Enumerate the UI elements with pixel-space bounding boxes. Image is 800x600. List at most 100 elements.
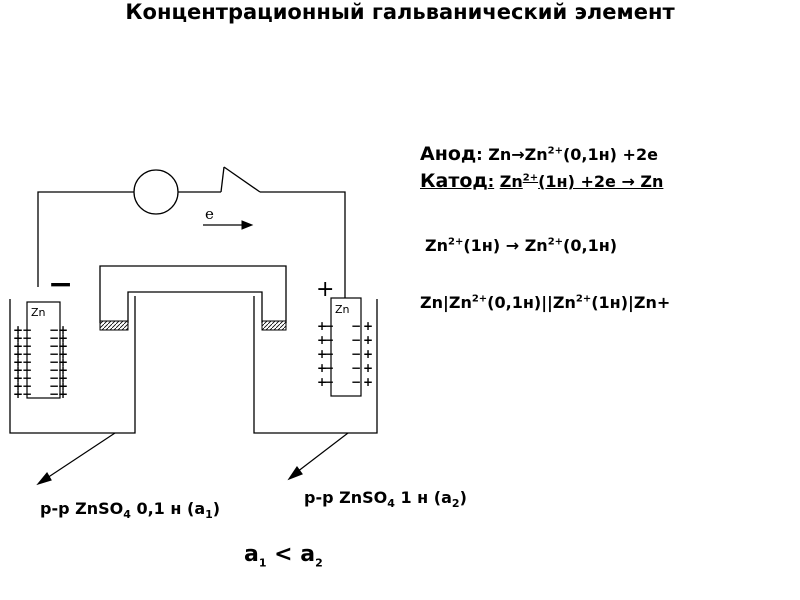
cathode-reaction: Zn	[499, 172, 523, 191]
salt-bridge	[99, 265, 287, 323]
anode-label: Анод	[420, 143, 477, 165]
charge-minus-sign: −	[324, 319, 334, 333]
overall-part-2: (1н) → Zn	[463, 236, 548, 255]
scheme-part-1: Zn|Zn	[420, 293, 472, 312]
right-solution-conc: 1 н (а	[394, 488, 452, 507]
charge-minus-sign: −	[49, 379, 59, 393]
right-solution-close: )	[459, 488, 467, 507]
charge-plus-sign: +	[13, 347, 23, 361]
cathode-charge: 2+	[522, 172, 539, 184]
left-electrode-label: Zn	[31, 306, 46, 319]
cathode-equation: Катод: Zn2+(1н) +2e → Zn	[420, 170, 663, 192]
left-solution-prefix: р-р ZnSO	[40, 499, 124, 518]
charge-minus-sign: −	[49, 331, 59, 345]
right-beaker	[253, 296, 378, 434]
anode-equation: Анод: Zn→Zn2+(0,1н) +2e	[420, 143, 658, 165]
charge-plus-sign: +	[58, 387, 68, 401]
charge-plus-sign: +	[363, 333, 373, 347]
charge-plus-sign: +	[363, 319, 373, 333]
right-solution-prefix: р-р ZnSO	[304, 488, 388, 507]
overall-reaction: Zn2+(1н) → Zn2+(0,1н)	[425, 236, 617, 255]
overall-part-1: Zn	[425, 236, 448, 255]
charge-minus-sign: −	[324, 361, 334, 375]
electron-label: e	[205, 205, 214, 223]
charge-minus-sign: −	[351, 361, 361, 375]
right-electrode-label: Zn	[335, 303, 350, 316]
relation-sub1: 1	[258, 556, 267, 570]
charge-minus-sign: −	[22, 363, 32, 377]
overall-part-3: (0,1н)	[563, 236, 618, 255]
charge-plus-sign: +	[58, 331, 68, 345]
charge-minus-sign: −	[324, 375, 334, 389]
right-solution-sub: 4	[387, 497, 395, 511]
left-pointer-head	[36, 471, 52, 486]
left-solution-label: р-р ZnSO4 0,1 н (а1)	[40, 499, 220, 521]
charge-minus-sign: −	[49, 355, 59, 369]
left-solution-conc: 0,1 н (а	[130, 499, 206, 518]
charge-plus-sign: +	[13, 355, 23, 369]
overall-charge-1: 2+	[448, 236, 464, 248]
charge-plus-sign: +	[58, 379, 68, 393]
activity-relation: a1 < a2	[244, 542, 323, 569]
charge-plus-sign: +	[317, 319, 327, 333]
relation-sub2: 2	[315, 556, 323, 570]
charge-plus-sign: +	[13, 323, 23, 337]
right-solution-label: р-р ZnSO4 1 н (а2)	[304, 488, 467, 510]
external-circuit	[37, 166, 346, 298]
charge-minus-sign: −	[22, 379, 32, 393]
charge-plus-sign: +	[13, 371, 23, 385]
relation-a1: a	[244, 542, 259, 567]
left-bridge-plug	[99, 320, 129, 331]
charge-plus-sign: +	[13, 331, 23, 345]
page-title: Концентрационный гальванический элемент	[125, 0, 675, 24]
charge-plus-sign: +	[58, 371, 68, 385]
anode-colon: :	[476, 145, 483, 164]
charge-minus-sign: −	[22, 387, 32, 401]
overall-charge-2: 2+	[547, 236, 564, 248]
charge-plus-sign: +	[58, 347, 68, 361]
charge-plus-sign: +	[58, 355, 68, 369]
charge-minus-sign: −	[22, 339, 32, 353]
right-pointer-head	[287, 465, 303, 481]
charge-minus-sign: −	[49, 387, 59, 401]
charge-minus-sign: −	[22, 347, 32, 361]
charge-plus-sign: +	[363, 347, 373, 361]
charge-minus-sign: −	[22, 323, 32, 337]
right-activity-sub: 2	[451, 497, 460, 511]
cathode-colon: :	[487, 172, 495, 191]
left-beaker	[9, 296, 136, 434]
charge-minus-sign: −	[351, 319, 361, 333]
left-pointer-line	[46, 432, 116, 479]
charge-plus-sign: +	[58, 363, 68, 377]
charge-signs: +−−++−−++−−++−−++−−++−−++−−++−−++−−++−−+…	[13, 319, 373, 401]
charge-plus-sign: +	[13, 339, 23, 353]
charge-minus-sign: −	[49, 339, 59, 353]
relation-a2: a	[300, 542, 316, 567]
right-pointer-line	[296, 432, 349, 473]
anode-rest: (0,1н) +2e	[562, 145, 658, 164]
charge-plus-sign: +	[317, 361, 327, 375]
charge-plus-sign: +	[13, 379, 23, 393]
scheme-charge-1: 2+	[471, 293, 488, 305]
cathode-label: Катод	[420, 170, 488, 192]
scheme-part-3: (1н)|Zn+	[591, 293, 671, 312]
charge-minus-sign: −	[22, 371, 32, 385]
charge-minus-sign: −	[49, 371, 59, 385]
left-solution-sub: 4	[123, 508, 131, 522]
charge-minus-sign: −	[22, 355, 32, 369]
minus-sign: −	[48, 267, 73, 302]
charge-minus-sign: −	[351, 347, 361, 361]
switch-blade	[220, 166, 225, 193]
charge-plus-sign: +	[317, 375, 327, 389]
charge-plus-sign: +	[13, 387, 23, 401]
cathode-rest: (1н) +2e → Zn	[538, 172, 664, 191]
cell-scheme: Zn|Zn2+(0,1н)||Zn2+(1н)|Zn+	[420, 293, 670, 312]
right-zn-electrode	[330, 297, 362, 397]
charge-plus-sign: +	[13, 363, 23, 377]
left-solution-close: )	[212, 499, 221, 518]
charge-minus-sign: −	[22, 331, 32, 345]
plus-sign: +	[316, 277, 334, 302]
relation-operator: <	[266, 542, 301, 567]
